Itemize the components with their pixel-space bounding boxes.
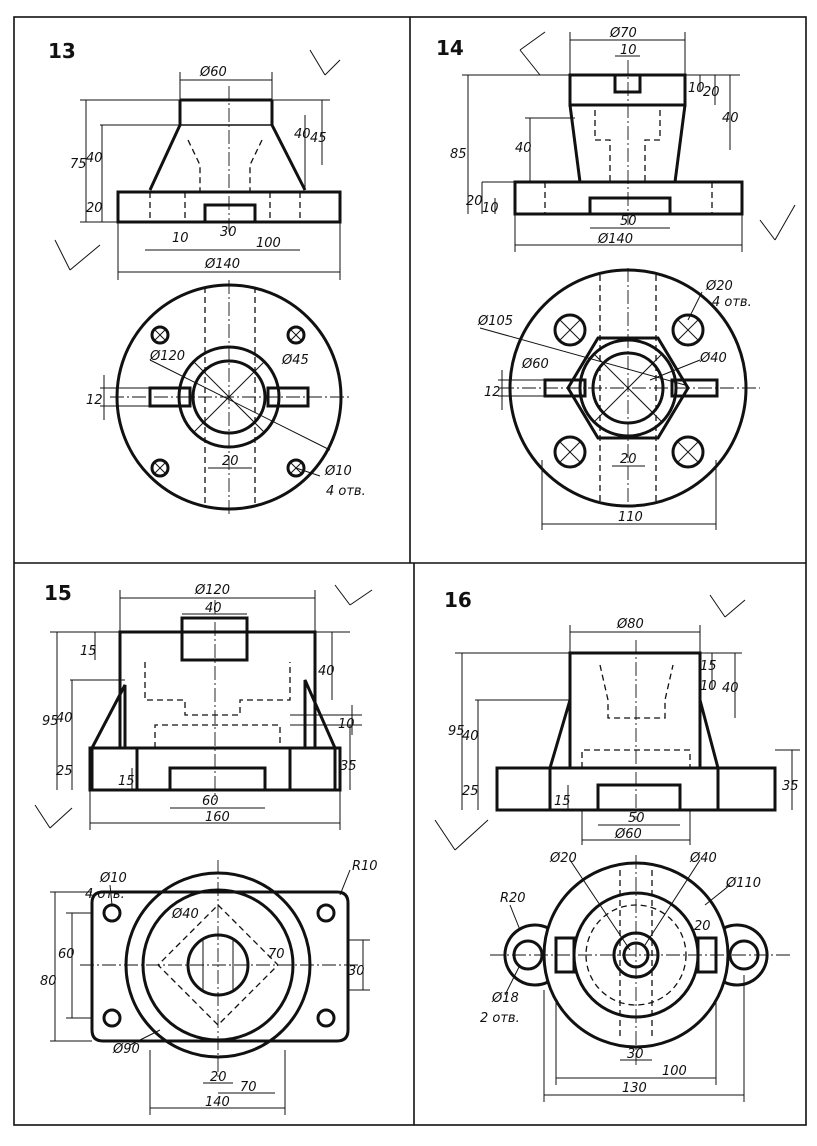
dimension-label: 25 xyxy=(56,764,73,779)
dimension-label: 15 xyxy=(554,794,571,809)
top-view: Ø20 4 отв. Ø105 Ø60 Ø40 12 20 110 xyxy=(477,268,760,530)
dimension-label: 40 xyxy=(56,711,73,726)
dimension-label: Ø120 xyxy=(149,349,185,364)
dimension-label: 4 отв. xyxy=(85,887,125,902)
dimension-label: Ø110 xyxy=(725,876,761,891)
dimension-label: 10 xyxy=(338,717,355,732)
dimension-label: 12 xyxy=(484,385,501,400)
dimension-label: Ø60 xyxy=(521,357,549,372)
dimension-label: 75 xyxy=(70,157,87,172)
dimension-label: 20 xyxy=(620,452,637,467)
dimension-label: 10 xyxy=(620,43,637,58)
dimension-label: 40 xyxy=(462,729,479,744)
dimension-label: 15 xyxy=(700,659,717,674)
dimension-label: 10 xyxy=(688,81,705,96)
dimension-label: 25 xyxy=(462,784,479,799)
dimension-label: 20 xyxy=(210,1070,227,1085)
dimension-label: Ø120 xyxy=(194,583,230,598)
front-view: Ø60 75 40 20 40 45 30 10 100 Ø140 xyxy=(54,49,342,280)
dimension-label: Ø10 xyxy=(324,464,352,479)
dimension-label: 95 xyxy=(42,714,59,729)
dimension-label: Ø10 xyxy=(99,871,127,886)
front-view: Ø120 40 15 95 40 40 10 25 15 35 60 xyxy=(34,583,373,830)
dimension-label: 30 xyxy=(348,964,365,979)
panel-15: 15 Ø120 40 15 95 40 xyxy=(34,581,378,1115)
dimension-label: 95 xyxy=(448,724,465,739)
dimension-label: Ø60 xyxy=(199,65,227,80)
dimension-label: 20 xyxy=(86,201,103,216)
dimension-label: Ø60 xyxy=(614,827,642,842)
dimension-label: 45 xyxy=(310,131,327,146)
dimension-label: 40 xyxy=(205,601,222,616)
dimension-label: Ø140 xyxy=(597,232,633,247)
dimension-label: 4 отв. xyxy=(712,295,752,310)
dimension-label: 110 xyxy=(618,510,643,525)
dimension-label: 12 xyxy=(86,393,103,408)
dimension-label: 30 xyxy=(627,1047,644,1062)
dimension-label: 40 xyxy=(515,141,532,156)
front-view: Ø80 15 10 40 95 40 25 15 35 50 xyxy=(434,594,800,851)
dimension-label: Ø40 xyxy=(699,351,727,366)
dimension-label: 15 xyxy=(80,644,97,659)
dimension-label: 40 xyxy=(294,127,311,142)
dimension-label: 80 xyxy=(40,974,57,989)
dimension-label: 2 отв. xyxy=(480,1011,520,1026)
dimension-label: 10 xyxy=(700,679,717,694)
dimension-label: 40 xyxy=(86,151,103,166)
panel-13: 13 Ø60 75 40 xyxy=(48,39,366,515)
dimension-label: Ø70 xyxy=(609,26,637,41)
panel-16: 16 Ø80 15 10 40 95 xyxy=(434,588,800,1102)
top-view: Ø20 Ø40 Ø110 R20 20 Ø18 2 отв. 30 100 13… xyxy=(480,851,790,1102)
dimension-label: 4 отв. xyxy=(326,484,366,499)
top-view: Ø10 4 отв. R10 Ø40 60 80 70 30 Ø90 20 70 xyxy=(40,859,378,1115)
dimension-label: Ø105 xyxy=(477,314,513,329)
dimension-label: 40 xyxy=(722,681,739,696)
hole-icon xyxy=(150,325,306,478)
dimension-label: Ø40 xyxy=(689,851,717,866)
dimension-label: 20 xyxy=(703,85,720,100)
dimension-label: 130 xyxy=(622,1081,647,1096)
dimension-label: 40 xyxy=(318,664,335,679)
dimension-label: 60 xyxy=(202,794,219,809)
panel-number: 15 xyxy=(44,581,72,605)
dimension-label: Ø90 xyxy=(112,1042,140,1057)
dimension-label: Ø140 xyxy=(204,257,240,272)
dimension-label: R10 xyxy=(352,859,378,874)
dimension-label: Ø20 xyxy=(549,851,577,866)
panel-number: 16 xyxy=(444,588,472,612)
top-view: Ø120 Ø45 12 20 Ø10 4 отв. xyxy=(86,280,366,515)
dimension-label: 85 xyxy=(450,147,467,162)
dimension-label: Ø20 xyxy=(705,279,733,294)
dimension-label: Ø80 xyxy=(616,617,644,632)
dimension-label: Ø45 xyxy=(281,353,309,368)
dimension-label: 100 xyxy=(662,1064,687,1079)
hole-icon xyxy=(553,313,705,469)
panel-number: 14 xyxy=(436,36,464,60)
dimension-label: 30 xyxy=(220,225,237,240)
dimension-label: Ø18 xyxy=(491,991,519,1006)
dimension-label: 20 xyxy=(694,919,711,934)
dimension-label: 20 xyxy=(222,454,239,469)
dimension-label: 60 xyxy=(58,947,75,962)
dimension-label: Ø40 xyxy=(171,907,199,922)
dimension-label: 70 xyxy=(268,947,285,962)
dimension-label: 160 xyxy=(205,810,230,825)
front-view: Ø70 10 10 20 40 85 40 20 10 50 xyxy=(450,26,796,252)
dimension-label: 35 xyxy=(340,759,357,774)
dimension-label: 10 xyxy=(482,201,499,216)
dimension-label: 50 xyxy=(620,214,637,229)
dimension-label: 140 xyxy=(205,1095,230,1110)
dimension-label: R20 xyxy=(500,891,526,906)
dimension-label: 20 xyxy=(466,194,483,209)
dimension-label: 50 xyxy=(628,811,645,826)
dimension-label: 35 xyxy=(782,779,799,794)
panel-14: 14 Ø70 10 10 20 40 xyxy=(436,26,796,530)
panel-number: 13 xyxy=(48,39,76,63)
dimension-label: 40 xyxy=(722,111,739,126)
dimension-label: 15 xyxy=(118,774,135,789)
dimension-label: 10 xyxy=(172,231,189,246)
dimension-label: 100 xyxy=(256,236,281,251)
dimension-label: 70 xyxy=(240,1080,257,1095)
